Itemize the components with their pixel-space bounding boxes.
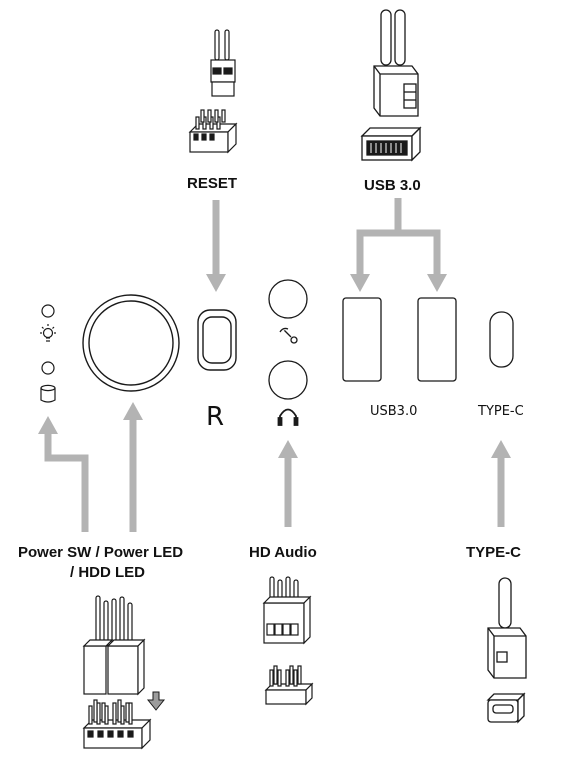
usb3-header-label: USB 3.0 [364,177,421,194]
typec-port-label: TYPE-C [478,404,524,419]
hdd-led-icon [41,361,55,375]
light-bulb-icon [40,324,56,342]
reset-label: RESET [187,175,238,192]
usb3-arrow-right [398,229,441,276]
power-arrowhead [123,402,143,420]
power-label-line1: Power SW / Power LED [18,544,184,561]
database-icon [40,384,56,403]
power-label-line2: / HDD LED [70,564,145,581]
typec-arrowhead [491,440,511,458]
audio-arrowhead [278,440,298,458]
led-indicators [40,304,56,403]
mic-jack[interactable] [268,279,308,319]
power-sw-connector [82,595,152,750]
power-led-icon [41,304,55,318]
connection-arrows [38,198,511,532]
hd-audio-connector [262,576,314,706]
reset-arrowhead [206,274,226,292]
usb3-port-left[interactable] [342,297,382,382]
usb3-port-right[interactable] [417,297,457,382]
hd-audio-label: HD Audio [249,544,317,561]
usb3-arrowhead-right [427,274,447,292]
hdd-arrow [44,432,89,532]
microphone-icon [279,327,298,344]
usb3-ports [342,297,457,382]
power-button[interactable] [82,294,180,392]
hdd-arrowhead [38,416,58,434]
usb3-arrow [356,198,402,276]
usb3-port-label: USB3.0 [370,404,418,419]
reset-button[interactable] [197,309,237,371]
typec-header-label: TYPE-C [466,544,522,561]
typec-port[interactable] [489,311,514,368]
down-arrow-icon [146,691,166,711]
audio-jacks [268,279,308,426]
typec-connector [486,577,527,724]
usb3-arrowhead-left [350,274,370,292]
reset-connector [188,29,238,154]
headphone-icon [277,408,299,426]
usb3-connector [360,9,422,162]
reset-letter-label: R [206,402,225,432]
headphone-jack[interactable] [268,360,308,400]
